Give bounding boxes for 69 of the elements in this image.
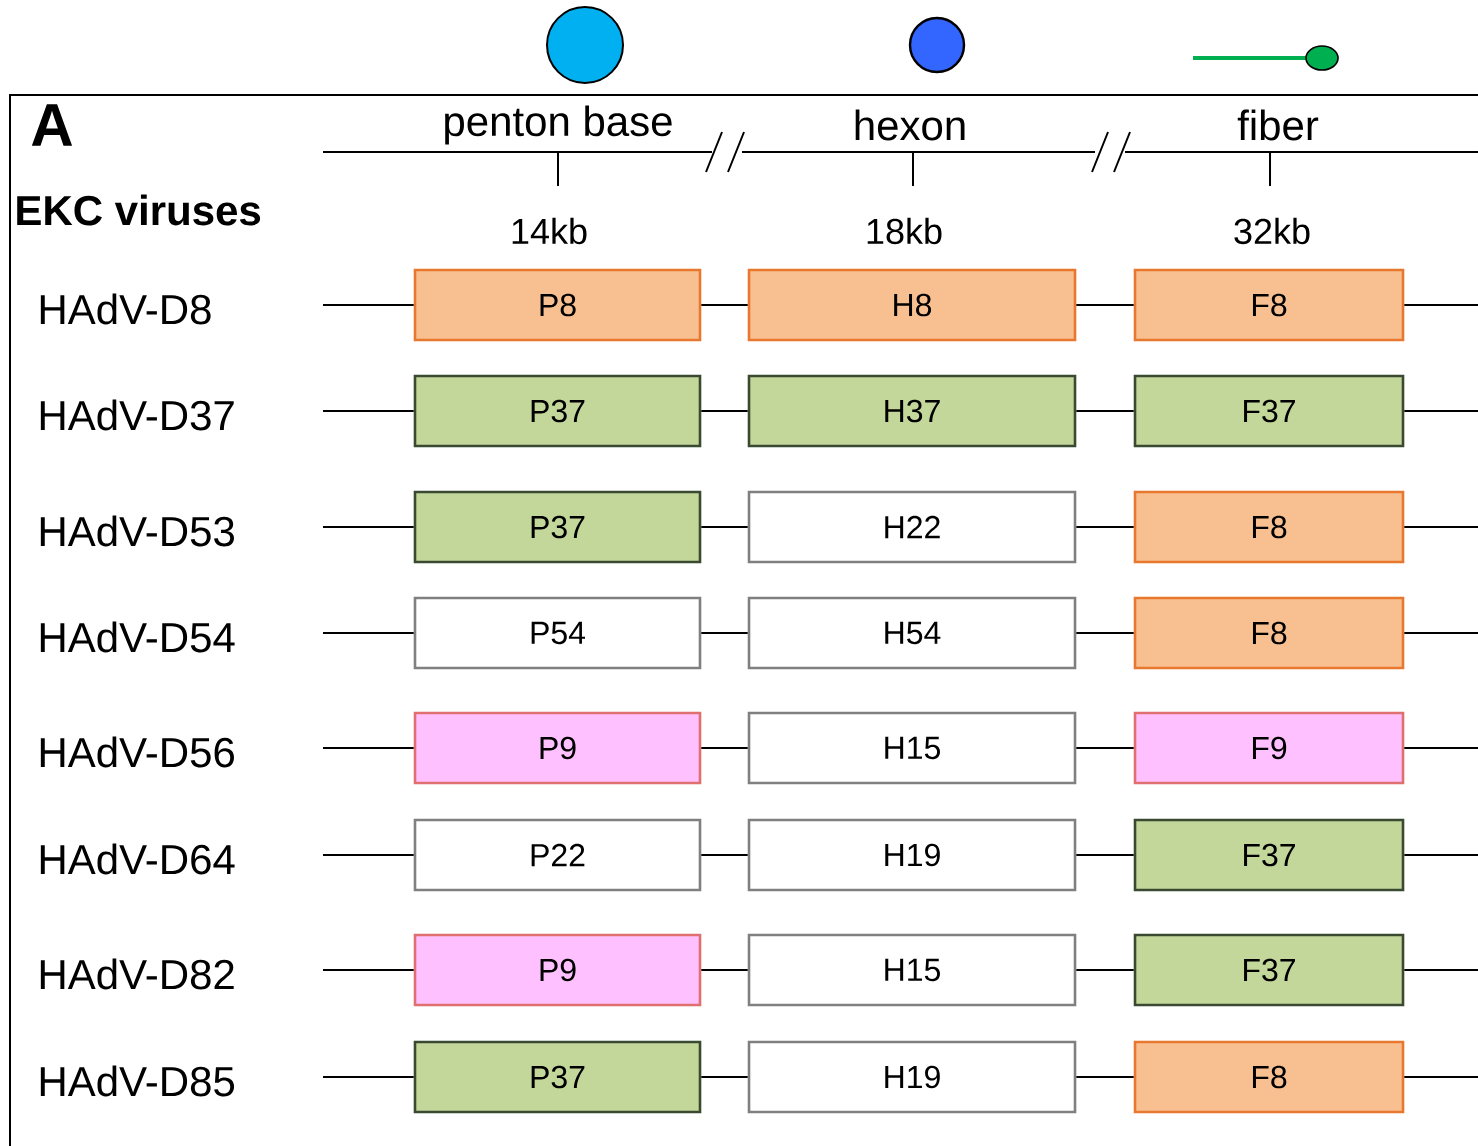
connector-line [322,1076,415,1078]
gene-box: P9 [413,711,702,785]
gene-box: H54 [747,596,1077,670]
gene-box: F8 [1133,490,1405,564]
connector-line [322,526,415,528]
virus-name: HAdV-D54 [40,621,235,653]
connector-line [1403,854,1478,856]
connector-line [700,304,749,306]
connector-line [1075,1076,1135,1078]
virus-name: HAdV-D82 [40,958,234,990]
column-heading: EKC viruses [17,194,261,226]
connector-line [1403,1076,1478,1078]
connector-line [1075,304,1135,306]
virus-name: HAdV-D85 [40,1065,235,1097]
gene-box: H8 [747,268,1077,342]
connector-line [1403,526,1478,528]
gene-box: F8 [1133,268,1405,342]
connector-line [1075,969,1135,971]
connector-line [700,969,749,971]
connector-line [1075,410,1135,412]
connector-line [1403,747,1478,749]
gene-box: H15 [747,933,1077,1007]
virus-name: HAdV-D53 [40,515,234,547]
connector-line [700,632,749,634]
virus-name: HAdV-D8 [40,293,211,325]
gene-box: H37 [747,374,1077,448]
gene-name: hexon [855,109,965,141]
panel-letter: A [31,104,73,146]
gene-box: F37 [1133,818,1405,892]
connector-line [700,1076,749,1078]
gene-box: P37 [413,374,702,448]
connector-line [322,632,415,634]
connector-line [1403,632,1478,634]
gene-box: P8 [413,268,702,342]
connector-line [1075,526,1135,528]
gene-box: F8 [1133,596,1405,670]
virus-name: HAdV-D56 [40,736,234,768]
gene-box: H22 [747,490,1077,564]
connector-line [322,304,415,306]
virus-name: HAdV-D37 [40,399,234,431]
connector-line [1075,854,1135,856]
gene-name: penton base [445,105,672,145]
gene-box: F37 [1133,374,1405,448]
gene-box: P22 [413,818,702,892]
gene-box: P54 [413,596,702,670]
connector-line [1403,410,1478,412]
gene-box: F8 [1133,1040,1405,1114]
connector-line [322,969,415,971]
gene-name: fiber [1237,109,1319,141]
connector-line [700,747,749,749]
connector-line [322,747,415,749]
gene-box: F37 [1133,933,1405,1007]
gene-box: P37 [413,1040,702,1114]
connector-line [1075,747,1135,749]
connector-line [700,526,749,528]
gene-box: P37 [413,490,702,564]
connector-line [1403,304,1478,306]
gene-box: H19 [747,818,1077,892]
gene-box: H19 [747,1040,1077,1114]
connector-line [322,854,415,856]
virus-name: HAdV-D64 [40,843,235,875]
gene-box: P9 [413,933,702,1007]
connector-line [700,410,749,412]
connector-line [1403,969,1478,971]
connector-line [700,854,749,856]
gene-box: F9 [1133,711,1405,785]
connector-line [322,410,415,412]
gene-box: H15 [747,711,1077,785]
connector-line [1075,632,1135,634]
